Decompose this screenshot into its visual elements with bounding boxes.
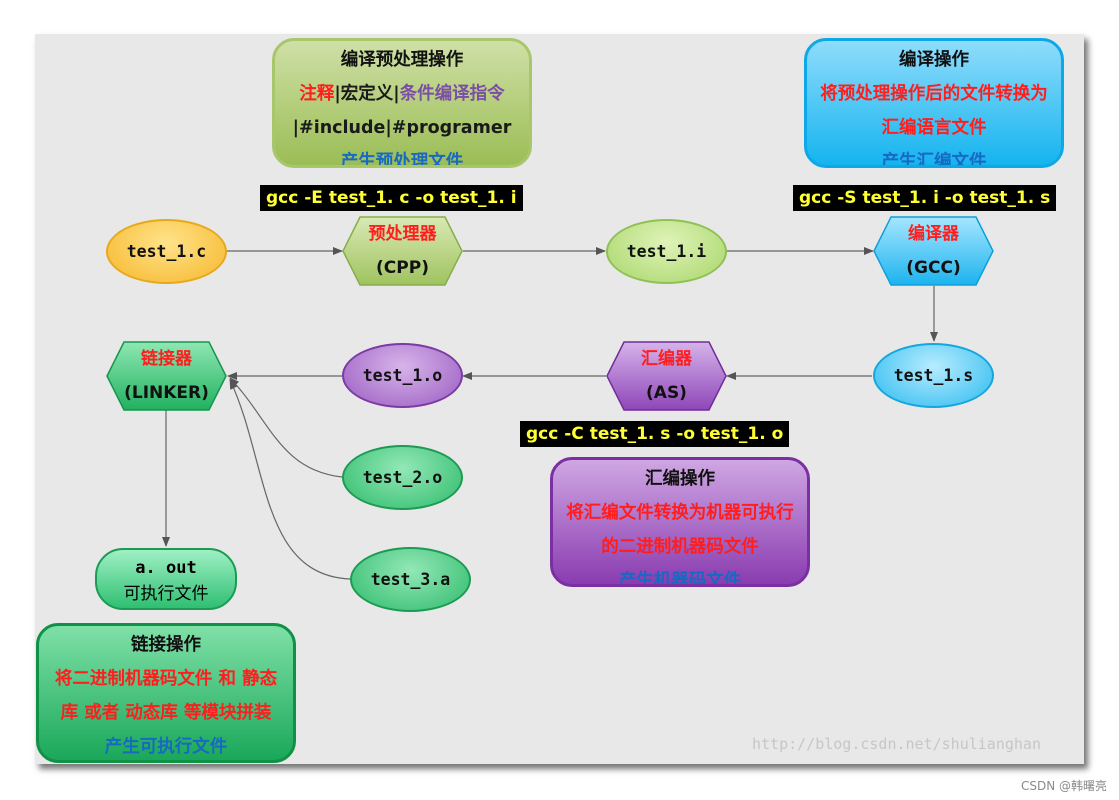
file-test1-c: test_1.c <box>106 219 227 284</box>
compile-title: 编译操作 <box>899 50 969 70</box>
assemble-info-box: 汇编操作 将汇编文件转换为机器可执行 的二进制机器码文件 产生机器码文件 <box>550 457 810 587</box>
file-test2-o: test_2.o <box>342 445 463 510</box>
compile-desc-1: 将预处理操作后的文件转换为 <box>820 84 1048 104</box>
link-result: 产生可执行文件 <box>104 737 228 757</box>
executable-output-node: a. out 可执行文件 <box>95 548 237 610</box>
arrow-o2-to-linker <box>229 377 343 478</box>
assemble-desc-1: 将汇编文件转换为机器可执行 <box>566 503 794 523</box>
hexagon-shape <box>106 341 227 411</box>
hexagon-shape <box>606 341 727 411</box>
preprocess-info-box: 编译预处理操作 注释|宏定义|条件编译指令 |#include|#program… <box>272 38 532 168</box>
hexagon-shape <box>873 216 994 286</box>
gcc-name: 编译器 <box>908 224 959 244</box>
assemble-title: 汇编操作 <box>645 469 715 489</box>
cpp-abbr: (CPP) <box>376 258 429 278</box>
assemble-desc-2: 的二进制机器码文件 <box>601 537 759 557</box>
gcc-compiler-node: 编译器 (GCC) <box>873 216 994 286</box>
csdn-credit: CSDN @韩曙亮 <box>1020 779 1107 793</box>
file-test1-o: test_1.o <box>342 343 463 408</box>
hexagon-shape <box>342 216 463 286</box>
file-test3-a: test_3.a <box>350 547 471 612</box>
compile-info-box: 编译操作 将预处理操作后的文件转换为 汇编语言文件 产生汇编文件 <box>804 38 1064 168</box>
assemble-result: 产生机器码文件 <box>618 571 742 587</box>
linker-name: 链接器 <box>141 349 192 369</box>
preprocess-directives: 注释|宏定义|条件编译指令 <box>299 84 505 104</box>
arrow-a3-to-linker <box>229 379 351 580</box>
preprocess-includes: |#include|#programer <box>292 118 512 138</box>
preprocess-title: 编译预处理操作 <box>340 50 464 70</box>
link-title: 链接操作 <box>131 635 201 655</box>
file-test1-s: test_1.s <box>873 343 994 408</box>
as-name: 汇编器 <box>641 349 692 369</box>
cpp-name: 预处理器 <box>368 224 437 244</box>
compile-desc-2: 汇编语言文件 <box>881 118 987 138</box>
link-info-box: 链接操作 将二进制机器码文件 和 静态 库 或者 动态库 等模块拼装 产生可执行… <box>36 623 296 763</box>
link-desc-1: 将二进制机器码文件 和 静态 <box>54 669 278 689</box>
linker-abbr: (LINKER) <box>124 383 209 403</box>
executable-desc: 可执行文件 <box>123 584 209 604</box>
as-abbr: (AS) <box>646 383 687 403</box>
executable-name: a. out <box>135 558 197 578</box>
blog-watermark: http://blog.csdn.net/shulianghan <box>752 735 1041 753</box>
assemble-command: gcc -C test_1. s -o test_1. o <box>520 421 790 447</box>
compile-result: 产生汇编文件 <box>881 152 987 168</box>
linker-node: 链接器 (LINKER) <box>106 341 227 411</box>
preprocess-result: 产生预处理文件 <box>340 152 464 168</box>
link-desc-2: 库 或者 动态库 等模块拼装 <box>60 703 272 723</box>
gcc-abbr: (GCC) <box>906 258 961 278</box>
file-test1-i: test_1.i <box>606 219 727 284</box>
compile-command: gcc -S test_1. i -o test_1. s <box>793 185 1057 211</box>
as-assembler-node: 汇编器 (AS) <box>606 341 727 411</box>
preprocess-command: gcc -E test_1. c -o test_1. i <box>260 185 523 211</box>
cpp-preprocessor-node: 预处理器 (CPP) <box>342 216 463 286</box>
